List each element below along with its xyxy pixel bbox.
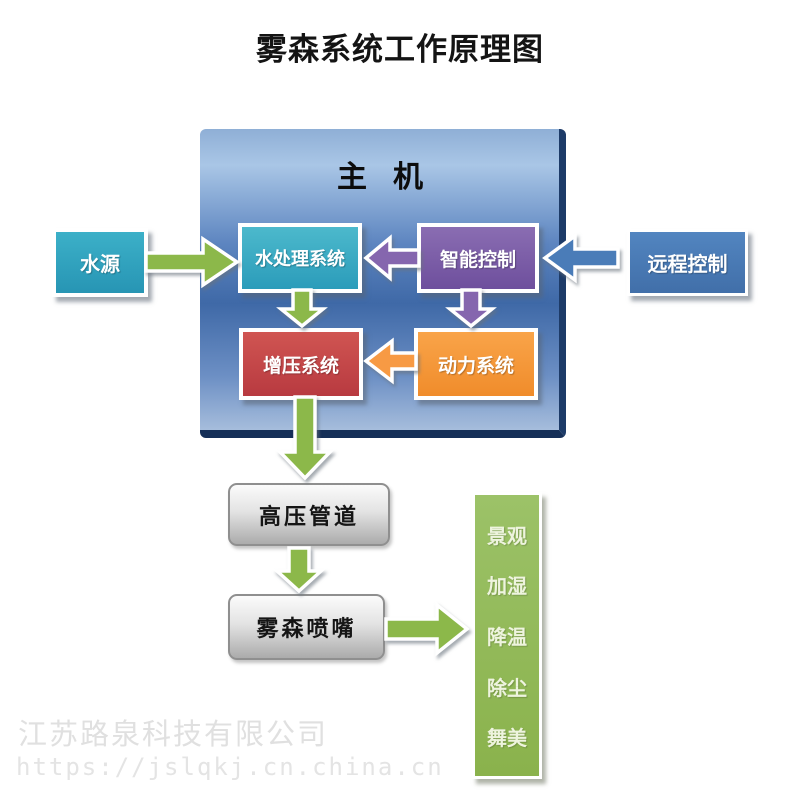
- pipe-to-nozzle-arrow-icon: [272, 546, 326, 594]
- output-item-dust-removal: 除尘: [487, 675, 527, 700]
- node-remote-control: 远程控制: [627, 229, 748, 296]
- node-remote-control-label: 远程控制: [647, 252, 728, 276]
- outputs-box: 景观 加湿 降温 除尘 舞美: [472, 492, 542, 779]
- output-item-stage-effect: 舞美: [487, 726, 527, 751]
- node-water-treatment-label: 水处理系统: [255, 249, 345, 270]
- node-water-treatment: 水处理系统: [238, 223, 362, 293]
- node-power-system: 动力系统: [414, 328, 538, 400]
- output-item-humidify: 加湿: [487, 574, 527, 599]
- node-high-pressure-pipe-label: 高压管道: [258, 504, 359, 530]
- node-water-source-label: 水源: [80, 252, 120, 276]
- nozzle-to-outputs-arrow-icon: [384, 601, 470, 657]
- output-item-landscape: 景观: [487, 523, 527, 548]
- output-item-cooling: 降温: [487, 624, 527, 649]
- node-high-pressure-pipe: 高压管道: [228, 483, 390, 546]
- page-title: 雾森系统工作原理图: [256, 32, 544, 68]
- main-unit-label: 主机: [200, 152, 560, 196]
- node-fog-nozzle-label: 雾森喷嘴: [256, 617, 357, 642]
- main-unit-label-text: 主机: [337, 160, 449, 195]
- watermark-company: 江苏路泉科技有限公司: [18, 717, 329, 751]
- node-pressure-system: 增压系统: [239, 328, 363, 400]
- node-smart-control-label: 智能控制: [439, 248, 516, 271]
- node-power-system-label: 动力系统: [437, 354, 514, 377]
- watermark-url: https://jslqkj.cn.china.cn: [16, 753, 444, 781]
- node-water-source: 水源: [52, 228, 148, 297]
- node-pressure-system-label: 增压系统: [262, 354, 339, 377]
- node-fog-nozzle: 雾森喷嘴: [228, 594, 385, 660]
- node-smart-control: 智能控制: [417, 223, 539, 293]
